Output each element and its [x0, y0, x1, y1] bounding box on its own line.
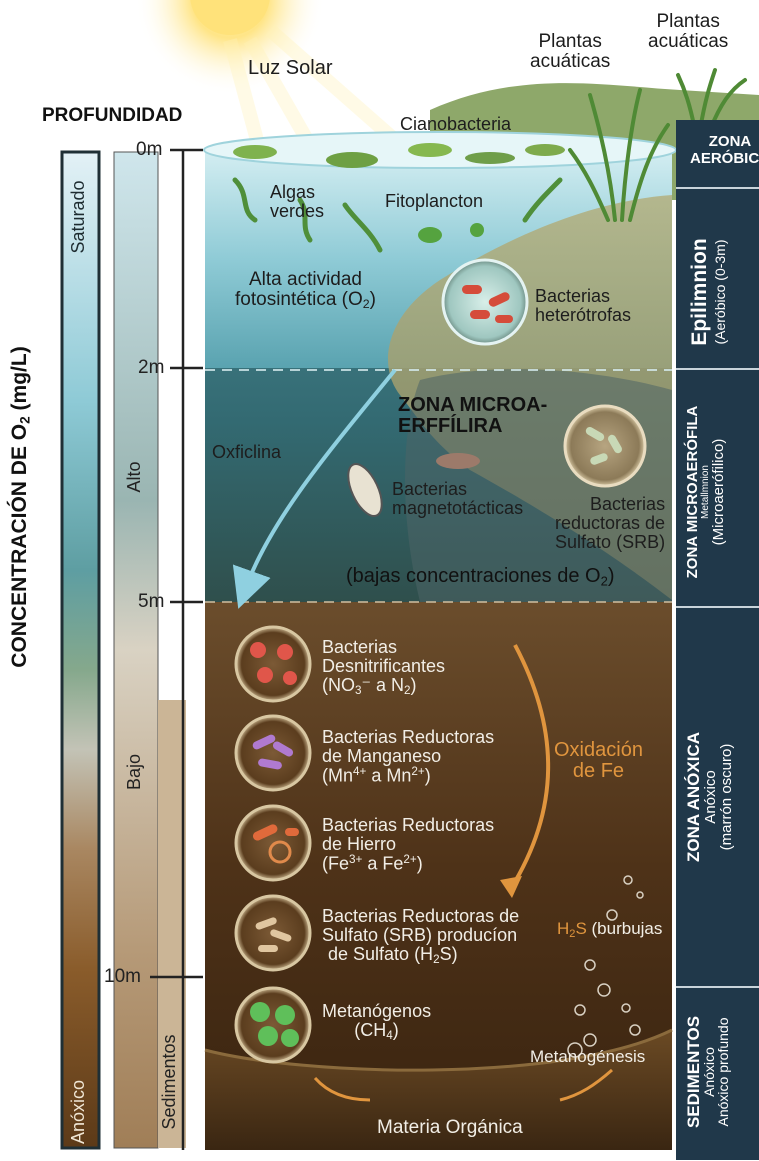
tick-2m: 2m: [138, 358, 164, 378]
photosynthesis-label: Alta actividad fotosintética (O2): [235, 270, 376, 311]
plants-left-label: Plantasacuáticas: [530, 32, 610, 72]
green-algae-label: Algasverdes: [270, 183, 324, 221]
organic-matter-label: Materia Orgánica: [377, 1118, 523, 1138]
srb-middle-circle: [565, 406, 645, 486]
sulfate-label: Bacterias Reductoras de Sulfato (SRB) pr…: [322, 907, 519, 966]
cyanobacteria-label: Cianobacteria: [400, 115, 511, 134]
methanogens-label: Metanógenos (CH4): [322, 1002, 431, 1042]
plants-right-label: Plantasacuáticas: [648, 12, 728, 52]
o2-bottom-label: Anóxico: [68, 1067, 92, 1157]
o2-top-label: Saturado: [68, 172, 92, 262]
heterotrophs-label: Bacteriasheterótrofas: [535, 287, 631, 325]
micro-zone-title: ZONA MICROA-ERFFÍLIRA: [398, 395, 547, 437]
denitrifying-label: Bacterias Desnitrificantes (NO3⁻ a N2): [322, 638, 445, 697]
tick-10m: 10m: [104, 967, 141, 987]
tick-0m: 0m: [136, 140, 162, 160]
tick-5m: 5m: [138, 592, 164, 612]
manganese-label: Bacterias Reductoras de Manganeso (Mn4+ …: [322, 728, 494, 785]
anoxic-zone-label: ZONA ANÓXICA Anóxico (marrón oscuro): [685, 692, 749, 902]
o2-axis-title: CONCENTRACIÓN DE O2 (mg/L): [8, 307, 38, 707]
iron-label: Bacterias Reductoras de Hierro (Fe3+ a F…: [322, 816, 494, 873]
aerobic-zone-label: ZONAAERÓBICA: [690, 134, 759, 167]
micro-zone-label: ZONA MICROAERÓFILA Metallmnion (Microaer…: [685, 372, 749, 612]
sun-label: Luz Solar: [248, 58, 333, 79]
oxycline-label: Oxficlina: [212, 443, 281, 462]
srb-middle-label: Bacteriasreductoras deSulfato (SRB): [555, 495, 665, 552]
methanogenesis-label: Metanogénesis: [530, 1048, 645, 1066]
low-o2-label: (bajas concentraciones de O2): [346, 566, 615, 588]
phytoplankton-label: Fitoplancton: [385, 192, 483, 211]
depth-high-label: Alto: [124, 442, 148, 512]
heterotrophs-circle: [443, 260, 527, 344]
depth-gradient-bar: [114, 152, 158, 1148]
fe-oxidation-label: Oxidaciónde Fe: [554, 740, 643, 782]
depth-title: PROFUNDIDAD: [42, 106, 182, 126]
magnetotactic-label: Bacteriasmagnetotácticas: [392, 480, 523, 518]
depth-low-label: Bajo: [124, 737, 148, 807]
sediment-label: Sedimentos: [159, 1027, 183, 1137]
sediments-zone-label: SEDIMENTOS Anóxico Anóxico profundo: [685, 997, 749, 1147]
o2-gradient-bar: [62, 152, 99, 1148]
epilimnion-zone-label: Epilimnion (Aeróbico (0-3m): [688, 202, 748, 382]
h2s-label: H2S (burbujas: [557, 920, 662, 940]
